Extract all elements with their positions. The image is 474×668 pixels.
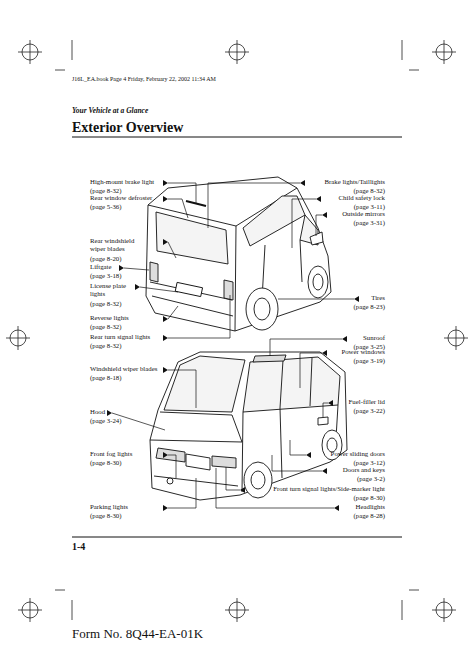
- page-ref: (page 8-30): [353, 494, 385, 502]
- page-title: Exterior Overview: [72, 119, 183, 137]
- part-name: Doors and keys: [343, 466, 385, 474]
- page-ref: (page 8-30): [90, 459, 122, 467]
- part-name: Rear windshield wiper blades: [90, 237, 142, 254]
- part-name: Hood: [90, 408, 105, 416]
- book-header: J16L_EA.book Page 4 Friday, February 22,…: [72, 76, 216, 84]
- page-number: 1-4: [72, 541, 85, 554]
- page-ref: (page 8-32): [90, 300, 122, 308]
- van-front-view: [150, 352, 347, 500]
- page-ref: (page 8-30): [90, 512, 122, 520]
- part-name: Liftgate: [90, 263, 112, 271]
- part-name: Child safety lock: [339, 194, 385, 202]
- part-name: Headlights: [356, 503, 385, 511]
- part-name: Outside mirrors: [342, 210, 385, 218]
- form-number: Form No. 8Q44-EA-01K: [72, 626, 203, 642]
- part-name: Parking lights: [90, 503, 128, 511]
- section-heading: Your Vehicle at a Glance: [72, 106, 148, 115]
- part-name: Rear window defroster: [90, 194, 152, 202]
- part-name: Front fog lights: [90, 450, 132, 458]
- part-name: Power sliding doors: [331, 450, 385, 458]
- part-name: Brake lights/Taillights: [324, 178, 385, 186]
- page-ref: (page 8-32): [90, 323, 122, 331]
- part-name: Front turn signal lights/Side-marker lig…: [273, 485, 385, 493]
- part-name: Rear turn signal lights: [90, 333, 150, 341]
- part-name: Fuel-filler lid: [349, 398, 385, 406]
- page-ref: (page 5-36): [90, 203, 122, 211]
- leader-lines: [112, 183, 354, 508]
- page-ref: (page 3-22): [353, 407, 385, 415]
- page-ref: (page 8-28): [353, 512, 385, 520]
- rules: [72, 137, 402, 537]
- part-name: Tires: [371, 294, 385, 302]
- part-name: High-mount brake light: [90, 178, 154, 186]
- page-ref: (page 8-20): [90, 255, 122, 263]
- part-name: Sunroof: [363, 334, 385, 342]
- page-ref: (page 8-18): [90, 374, 122, 382]
- page-ref: (page 3-31): [353, 219, 385, 227]
- leader-arrowheads: [107, 180, 359, 511]
- page-ref: (page 3-18): [90, 272, 122, 280]
- van-rear-view: [146, 177, 331, 331]
- part-name: Power windows: [341, 348, 385, 356]
- part-name: Windshield wiper blades: [90, 365, 157, 373]
- part-name: License plate lights: [90, 282, 134, 299]
- registration-marks: [6, 40, 468, 622]
- page-ref: (page 8-23): [353, 303, 385, 311]
- page-ref: (page 3-24): [90, 417, 122, 425]
- page-ref: (page 8-32): [90, 342, 122, 350]
- part-name: Reverse lights: [90, 314, 129, 322]
- page-ref: (page 3-2): [357, 475, 385, 483]
- page-ref: (page 3-19): [353, 357, 385, 365]
